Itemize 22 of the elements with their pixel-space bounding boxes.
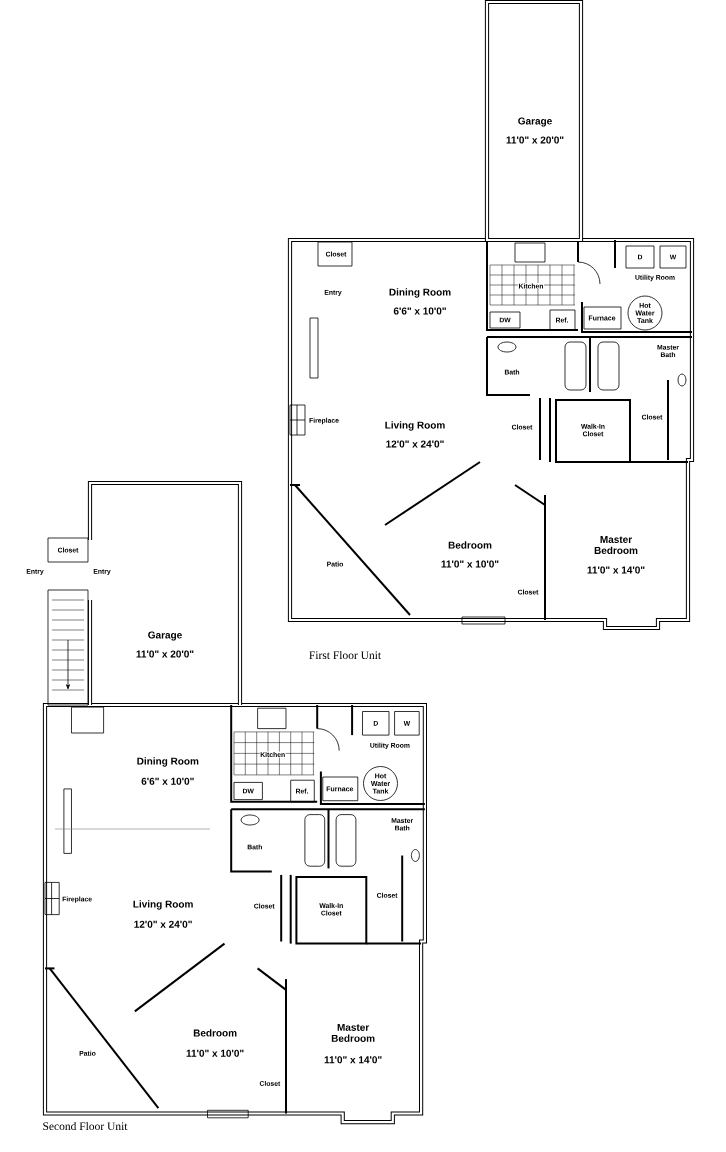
room-label: Dining Room (137, 757, 199, 767)
room-dimensions: 11'0" x 14'0" (587, 566, 645, 574)
room-dimensions: 6'6" x 10'0" (393, 307, 446, 315)
room-dimensions: 11'0" x 14'0" (324, 1056, 382, 1064)
room-dimensions: 11'0" x 10'0" (186, 1049, 244, 1057)
room-label: Garage (148, 631, 182, 641)
floor-caption: Second Floor Unit (43, 1121, 128, 1131)
room-dimensions: 12'0" x 24'0" (386, 440, 444, 448)
room-label: Master Bedroom (594, 536, 638, 554)
room-label: Bedroom (193, 1029, 237, 1037)
room-label: Bedroom (448, 541, 492, 549)
room-dimensions: 12'0" x 24'0" (134, 920, 192, 928)
room-label: Garage (518, 117, 552, 127)
room-dimensions: 11'0" x 20'0" (506, 136, 564, 144)
room-label: Living Room (133, 900, 193, 910)
floor-caption: First Floor Unit (309, 650, 381, 660)
room-dimensions: 11'0" x 10'0" (441, 560, 499, 568)
room-label: Living Room (385, 421, 445, 431)
room-label: Dining Room (389, 288, 451, 298)
room-dimensions: 11'0" x 20'0" (136, 650, 194, 658)
room-label: Master Bedroom (331, 1023, 375, 1042)
room-dimensions: 6'6" x 10'0" (141, 777, 194, 785)
